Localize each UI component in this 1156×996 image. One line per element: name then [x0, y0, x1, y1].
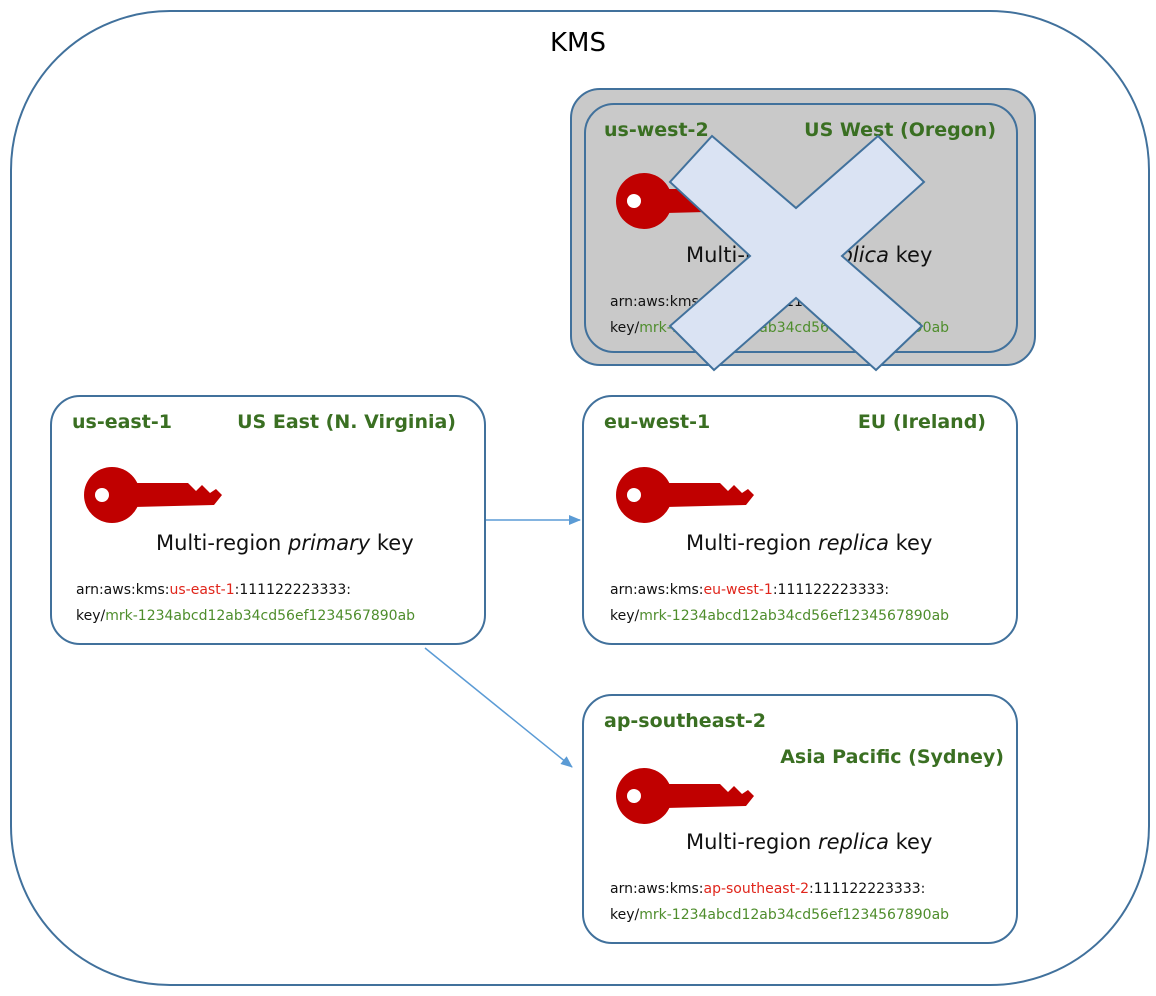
region-card-eu-west-1: eu-west-1 EU (Ireland) Multi-region repl…	[582, 395, 1018, 645]
region-card-ap-southeast-2: ap-southeast-2 Asia Pacific (Sydney) Mul…	[582, 694, 1018, 944]
region-name: US West (Oregon)	[804, 119, 996, 141]
region-code: us-east-1	[72, 411, 172, 433]
key-arn: arn:aws:kms:us-west-2:111122223333: key/…	[610, 289, 949, 341]
region-code: us-west-2	[604, 119, 709, 141]
arn-account: :111122223333:	[771, 294, 888, 310]
arn-key-id: mrk-1234abcd12ab34cd56ef1234567890ab	[639, 608, 950, 624]
key-description: Multi-region replica key	[686, 243, 932, 267]
key-desc-suffix: key	[888, 243, 933, 267]
arn-account: :111122223333:	[234, 582, 351, 598]
region-code: ap-southeast-2	[604, 710, 767, 732]
key-icon	[84, 467, 222, 523]
key-icon	[616, 467, 754, 523]
key-desc-suffix: key	[888, 830, 933, 854]
arn-prefix: arn:aws:kms:	[76, 582, 170, 598]
key-role: replica	[818, 830, 889, 854]
arn-prefix: arn:aws:kms:	[610, 582, 704, 598]
arn-key-id: mrk-1234abcd12ab34cd56ef1234567890ab	[639, 320, 950, 336]
arn-prefix: arn:aws:kms:	[610, 881, 704, 897]
key-icon	[616, 768, 754, 824]
arn-key-id: mrk-1234abcd12ab34cd56ef1234567890ab	[639, 907, 950, 923]
region-name: Asia Pacific (Sydney)	[780, 746, 1004, 768]
arn-prefix: arn:aws:kms:	[610, 294, 704, 310]
key-icon	[616, 173, 754, 229]
arn-key-label: key/	[610, 608, 640, 624]
key-arn: arn:aws:kms:us-east-1:111122223333: key/…	[76, 577, 415, 629]
arn-region: us-west-2	[703, 294, 772, 310]
key-desc-suffix: key	[888, 531, 933, 555]
key-desc-prefix: Multi-region	[156, 531, 288, 555]
region-name: US East (N. Virginia)	[237, 411, 456, 433]
arn-account: :111122223333:	[772, 582, 890, 598]
arn-region: eu-west-1	[703, 582, 773, 598]
key-desc-prefix: Multi-region	[686, 830, 818, 854]
arn-key-id: mrk-1234abcd12ab34cd56ef1234567890ab	[105, 608, 416, 624]
arn-key-label: key/	[610, 907, 640, 923]
region-code: eu-west-1	[604, 411, 711, 433]
key-role: replica	[818, 243, 889, 267]
region-name: EU (Ireland)	[857, 411, 986, 433]
region-card-us-west-2: us-west-2 US West (Oregon) Multi-region …	[584, 103, 1018, 353]
key-desc-suffix: key	[370, 531, 414, 555]
key-description: Multi-region primary key	[156, 531, 414, 555]
key-description: Multi-region replica key	[686, 830, 932, 854]
arn-account: :111122223333:	[809, 881, 926, 897]
key-arn: arn:aws:kms:eu-west-1:111122223333: key/…	[610, 577, 949, 629]
arn-region: ap-southeast-2	[703, 881, 810, 897]
arn-key-label: key/	[76, 608, 106, 624]
key-description: Multi-region replica key	[686, 531, 932, 555]
key-role: replica	[818, 531, 889, 555]
key-role: primary	[288, 531, 371, 555]
arn-key-label: key/	[610, 320, 640, 336]
region-card-us-east-1: us-east-1 US East (N. Virginia) Multi-re…	[50, 395, 486, 645]
key-desc-prefix: Multi-region	[686, 531, 818, 555]
key-arn: arn:aws:kms:ap-southeast-2:111122223333:…	[610, 876, 949, 928]
key-desc-prefix: Multi-region	[686, 243, 818, 267]
kms-title: KMS	[550, 28, 606, 58]
arn-region: us-east-1	[169, 582, 235, 598]
